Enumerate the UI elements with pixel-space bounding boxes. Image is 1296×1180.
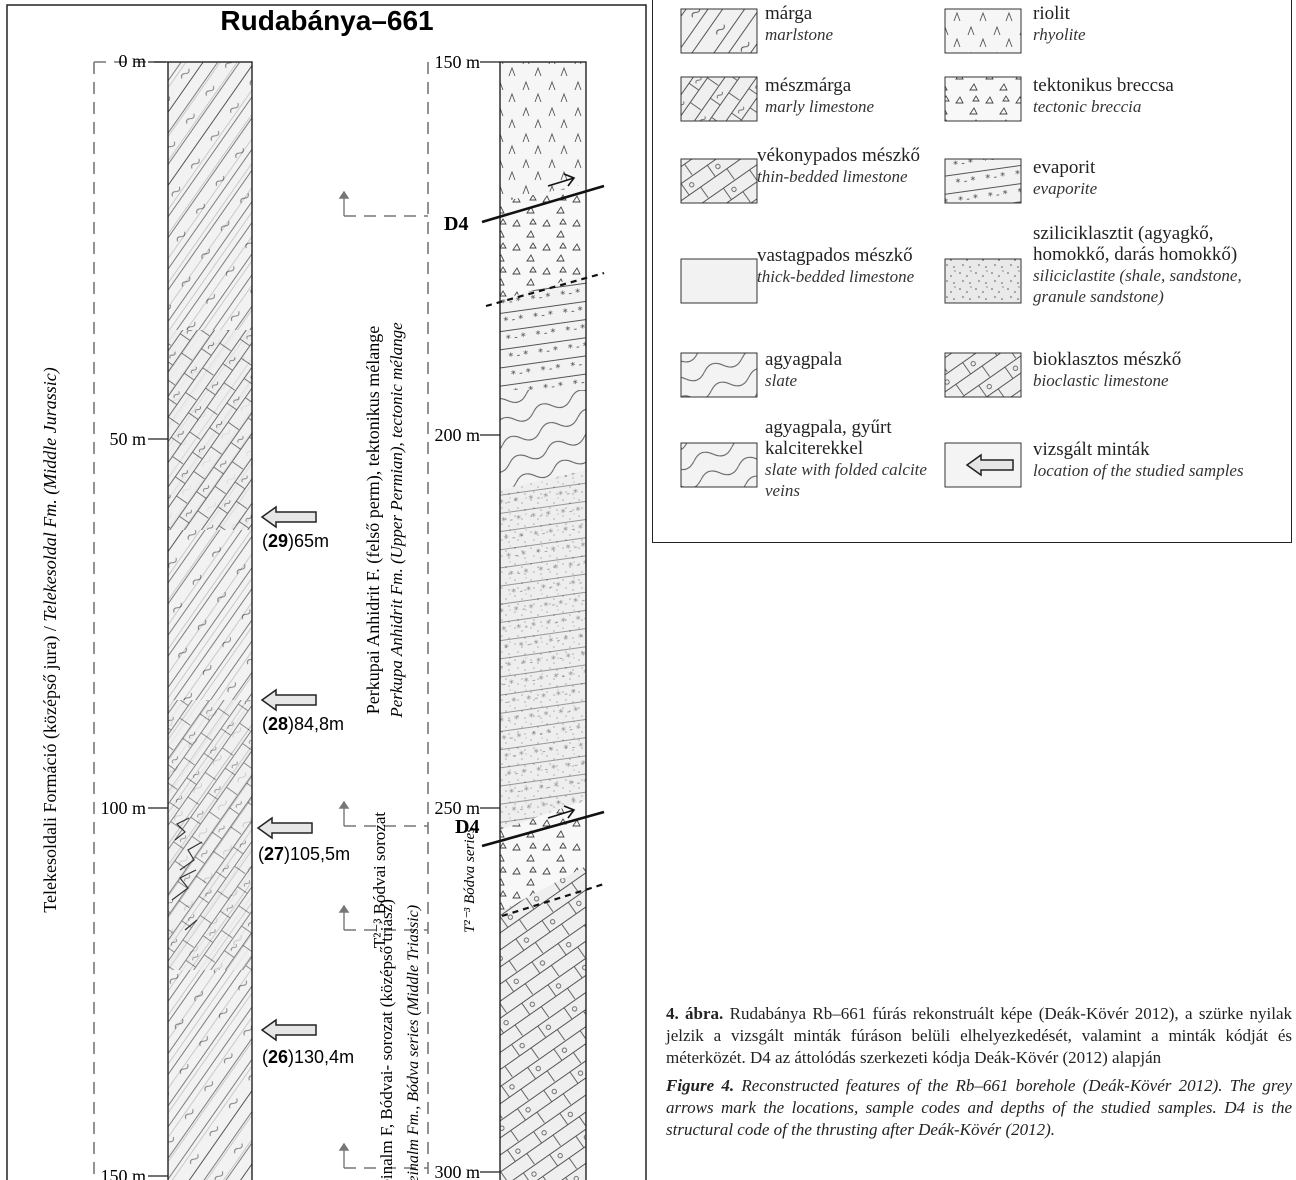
depth-label-200: 200 m [434, 425, 480, 445]
svg-text:(29)65m: (29)65m [262, 531, 329, 551]
swatch-siliciclastite [944, 258, 1022, 304]
right-borehole-column [499, 61, 587, 1180]
depth-label-250: 250 m [434, 798, 480, 818]
depth-label-150: 150 m [100, 1166, 146, 1180]
fault-dashed-lower [501, 882, 605, 918]
figure-frame [6, 4, 647, 1180]
svg-text:(26)130,4m: (26)130,4m [262, 1047, 354, 1067]
sample-arrow-29: (29)65m [260, 505, 329, 551]
sample-arrow-27: (27)105,5m [256, 816, 350, 864]
swatch-marly-limestone [680, 76, 758, 122]
svg-text:(28)84,8m: (28)84,8m [262, 714, 344, 734]
legend-arrow-icon [965, 453, 1014, 477]
borehole-figure: * - * Rudabánya–661 [6, 4, 647, 1180]
swatch-folded-slate [680, 442, 758, 488]
depth-label-300: 300 m [434, 1162, 480, 1180]
left-formation-label: Telekesoldali Formáció (középső jura) / … [40, 367, 61, 912]
sample-arrow-28: (28)84,8m [260, 688, 344, 734]
figure-title: Rudabánya–661 [220, 5, 433, 36]
d4-label-upper: D4 [444, 213, 468, 235]
perkupa-label-hu: Perkupai Anhidrit F. (felső perm), tekto… [363, 326, 384, 715]
right-depth-axis: 150 m 200 m 250 m 300 m [427, 52, 500, 1180]
left-borehole-column [167, 61, 253, 1180]
caption-en: Figure 4. Reconstructed features of the … [666, 1076, 1292, 1139]
steinalm-label-en: Steinalm Fm., Bódva series (Middle Trias… [405, 905, 422, 1180]
depth-label-50: 50 m [109, 429, 146, 449]
swatch-thin-bedded-limestone [680, 158, 758, 204]
depth-label-150-right: 150 m [434, 52, 480, 72]
swatch-bioclastic-limestone [944, 352, 1022, 398]
left-depth-axis: 0 m 50 m 100 m 150 m [93, 51, 168, 1180]
bodvai-label-hu: T²⁻³ Bódvai sorozat [370, 812, 389, 949]
sample-arrows: (29)65m (28)84,8m (27)105,5m (26)130,4m [256, 505, 354, 1067]
svg-text:(27)105,5m: (27)105,5m [258, 844, 350, 864]
swatch-thick-bedded-limestone [680, 258, 758, 304]
bodva-label-en: T²⁻³ Bódva series [462, 827, 478, 933]
legend-swatches [680, 8, 1022, 488]
caption-hu: 4. ábra. Rudabánya Rb–661 fúrás rekonstr… [666, 1004, 1292, 1067]
steinalm-label-hu: Steinalm F, Bódvai- sorozat (középső tri… [377, 899, 396, 1180]
unit-brackets [344, 215, 428, 1169]
legend-item-siliciclastite: sziliciklasztit (agyagkő, homokkő, darás… [1033, 223, 1242, 306]
figure-caption: 4. ábra. Rudabánya Rb–661 fúrás rekonstr… [666, 1003, 1292, 1147]
perkupa-label-en: Perkupa Anhidrit Fm. (Upper Permian), te… [387, 322, 406, 719]
depth-label-0: 0 m [118, 51, 146, 71]
d4-thrust-upper [481, 184, 605, 224]
depth-label-100: 100 m [100, 798, 146, 818]
sample-arrow-26: (26)130,4m [260, 1018, 354, 1067]
swatch-tectonic-breccia [944, 76, 1022, 122]
swatch-marlstone [680, 8, 758, 54]
swatch-rhyolite [944, 8, 1022, 54]
thrust-lines: D4 D4 [444, 173, 605, 918]
fault-dashed-upper [485, 271, 605, 308]
d4-label-lower: D4 [455, 816, 479, 838]
swatch-slate [680, 352, 758, 398]
unit-bracket-ticks [338, 190, 350, 1168]
d4-thrust-lower [481, 810, 605, 848]
swatch-evaporite [944, 158, 1022, 204]
